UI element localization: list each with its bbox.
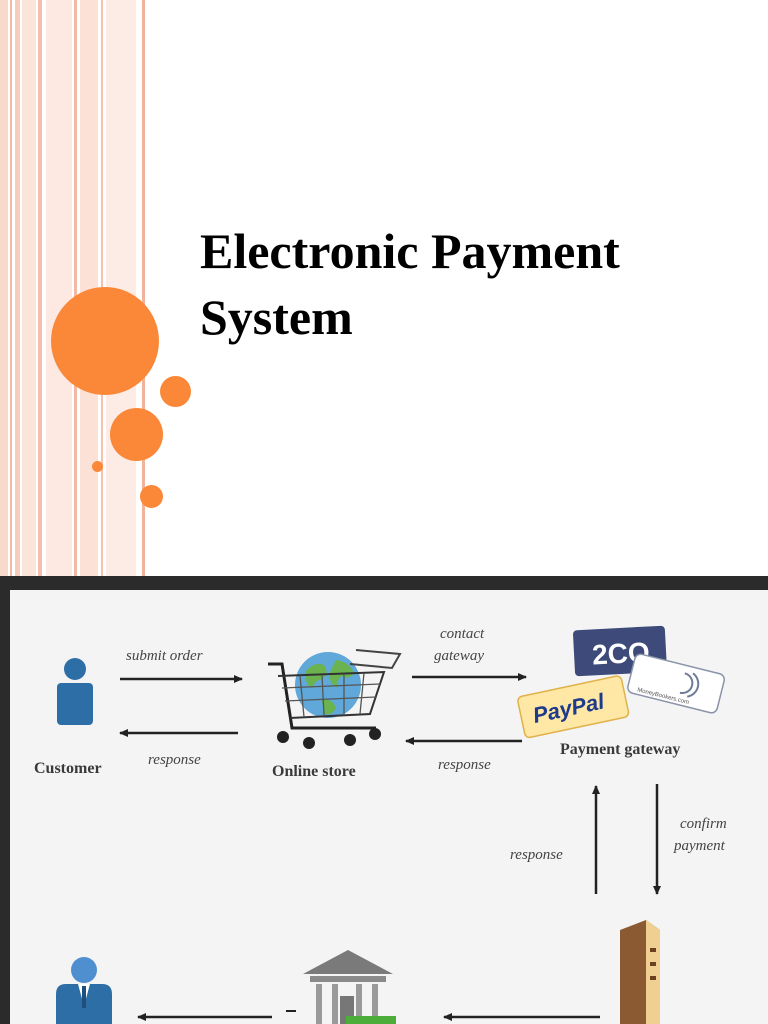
payment-flow-diagram: Customer submit order response [34,625,727,1024]
response-customer-label: response [148,752,201,768]
bank-icon [303,950,396,1024]
payment-gateway-logos: 2CO MoneyBookers.com PayPal [517,625,726,739]
shopping-cart-globe-icon [268,649,402,749]
decor-stripe [15,0,20,576]
decor-stripe [38,0,42,576]
merchant-person-icon [56,957,112,1024]
server-icon [620,920,660,1024]
title-slide: Electronic Payment System [0,0,760,576]
decor-circle-tiny [92,461,103,472]
decor-circle-medium [110,408,163,461]
paypal-logo: PayPal [517,675,630,739]
response-up-label: response [510,847,563,863]
decor-stripe [22,0,36,576]
diagram-slide: Customer submit order response [0,576,768,1024]
decor-circle-large [51,287,159,395]
title-line-2: System [200,289,353,345]
decor-circle-small [140,485,163,508]
decor-stripe [80,0,98,576]
decor-stripe [74,0,77,576]
decor-stripe [142,0,145,576]
decor-stripe [0,0,8,576]
submit-order-label: submit order [126,648,203,664]
decor-circle-small [160,376,191,407]
contact-gateway-label-2: gateway [434,648,484,664]
confirm-payment-label-1: confirm [680,816,727,832]
slide-title: Electronic Payment System [200,218,760,350]
payment-gateway-label: Payment gateway [560,741,680,758]
customer-label: Customer [34,760,102,777]
online-store-label: Online store [272,763,356,780]
contact-gateway-label-1: contact [440,626,485,642]
response-store-label: response [438,757,491,773]
decor-stripe [10,0,12,576]
confirm-payment-label-2: payment [673,838,726,854]
bookers-logo: MoneyBookers.com [627,653,726,714]
customer-person-icon [57,658,93,725]
decor-stripe [46,0,72,576]
title-line-1: Electronic Payment [200,223,620,279]
